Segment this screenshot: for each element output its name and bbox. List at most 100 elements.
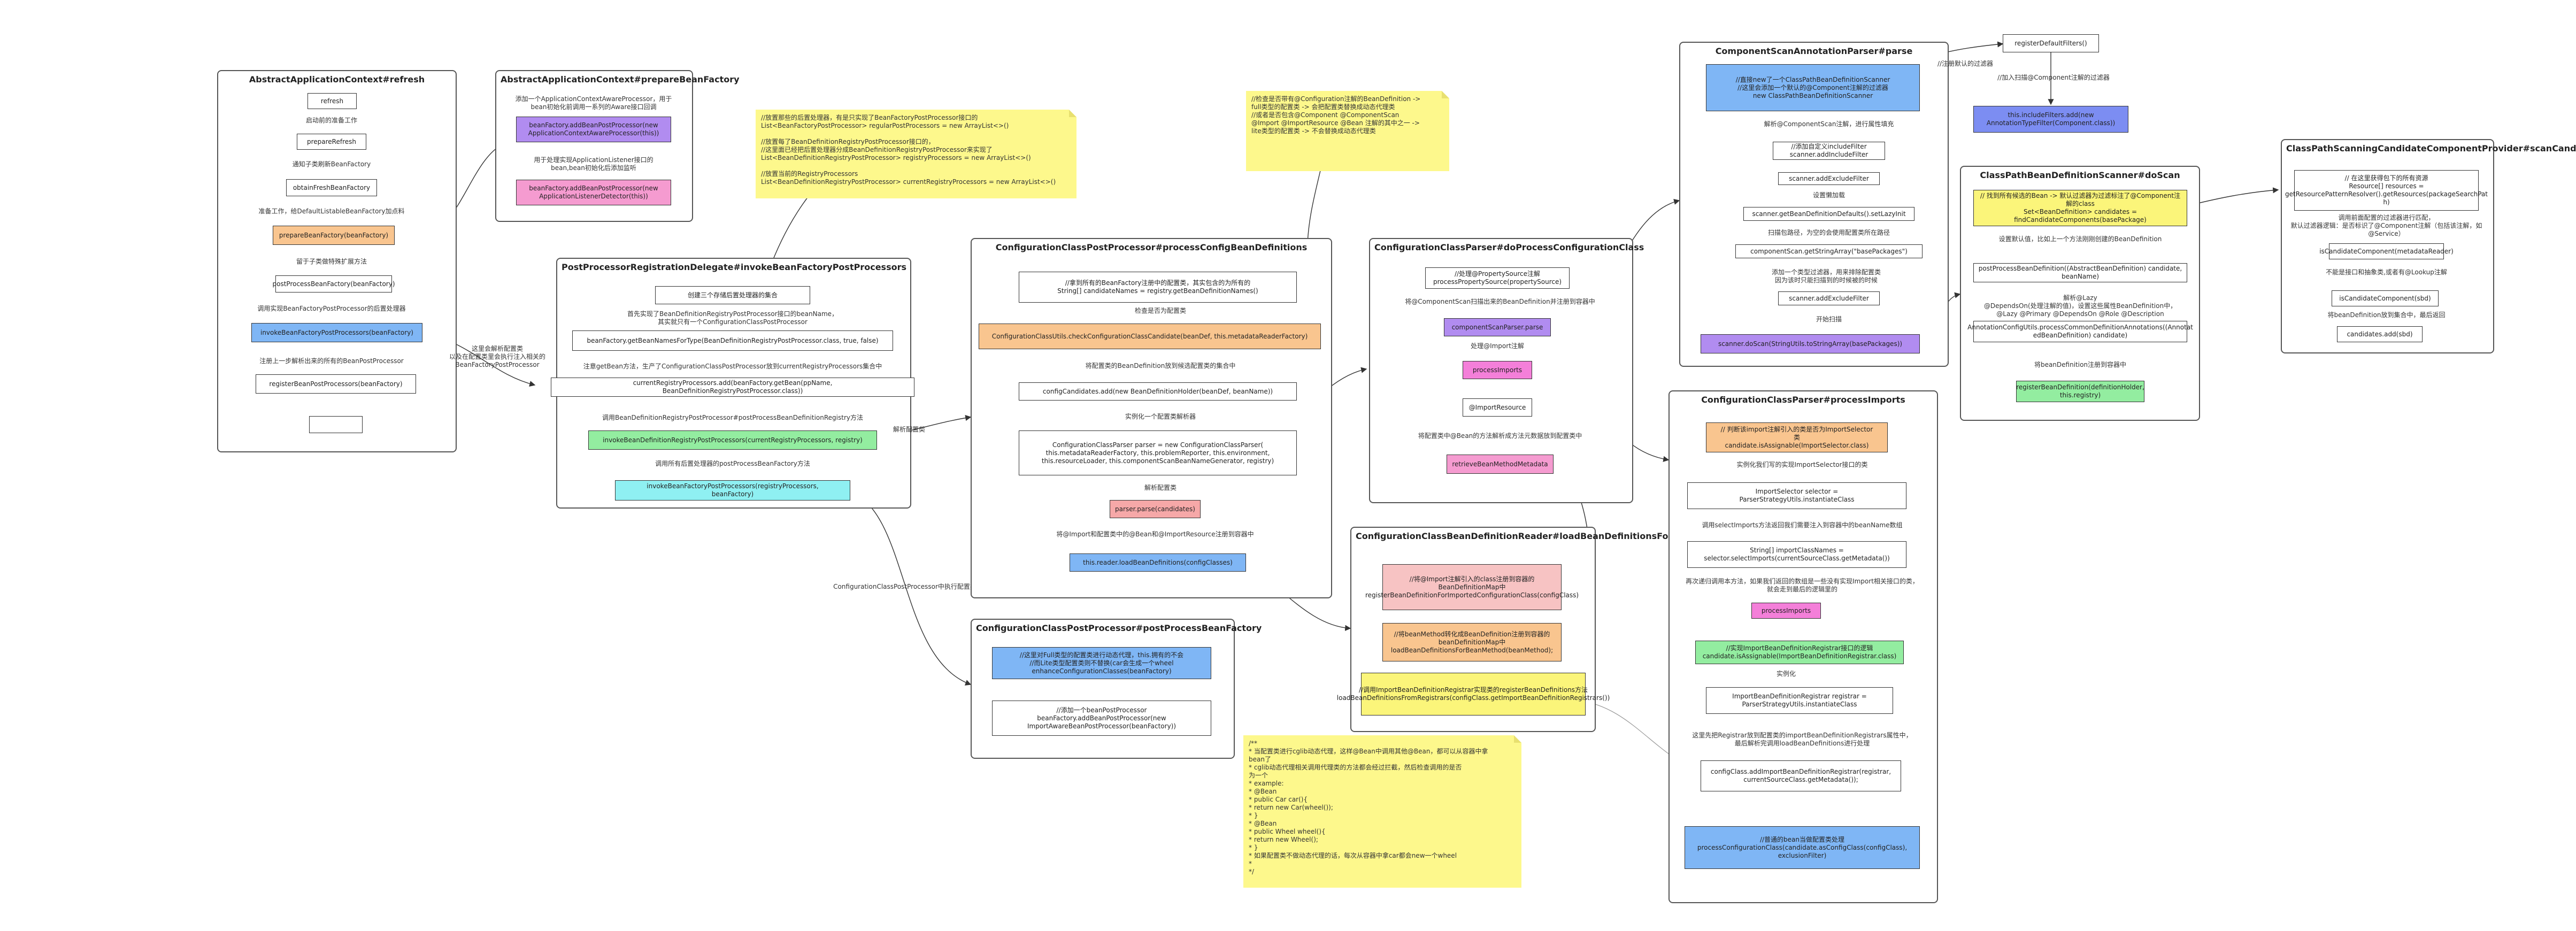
label-invoke-bfpp: 调用实现BeanFactoryPostProcessor的后置处理器 (257, 305, 406, 312)
node-create-collections[interactable]: 创建三个存储后置处理器的集合 (655, 286, 810, 304)
node-retrieve-bean-method-metadata[interactable]: retrieveBeanMethodMetadata (1447, 455, 1554, 474)
node-component-scan-parser[interactable]: componentScanParser.parse (1444, 318, 1551, 336)
node-load-bd-bean-method[interactable]: //将beanMethod转化成BeanDefinition注册到容器的 bea… (1382, 623, 1562, 661)
label-aware-processor: 添加一个ApplicationContextAwareProcessor，用于 … (515, 95, 672, 111)
node-add-listener-detector[interactable]: beanFactory.addBeanPostProcessor(new App… (516, 180, 671, 205)
node-add-exclude-filter-2[interactable]: scanner.addExcludeFilter (1778, 291, 1880, 305)
node-set-lazy-init[interactable]: scanner.getBeanDefinitionDefaults().setL… (1743, 207, 1914, 221)
label-getbean-note: 注意getBean方法，生产了ConfigurationClassPostPro… (583, 363, 882, 370)
label-start-scan: 开始扫描 (1816, 316, 1842, 323)
frame-title: ClassPathScanningCandidateComponentProvi… (2286, 143, 2576, 153)
label-add-candidates: 将配置类的BeanDefinition放到候选配置类的集合中 (1085, 362, 1236, 370)
label-get-bdrpp-names: 首先实现了BeanDefinitionRegistryPostProcessor… (627, 310, 839, 326)
node-refresh[interactable]: refresh (307, 93, 357, 109)
label-select-imports: 调用selectImports方法返回我们需要注入到容器中的beanName数组 (1702, 521, 1903, 529)
node-is-candidate-component-1[interactable]: isCandidateComponent(metadataReader) (2319, 243, 2454, 259)
node-invoke-bdrpp[interactable]: invokeBeanDefinitionRegistryPostProcesso… (588, 430, 877, 450)
node-config-candidates-add[interactable]: configCandidates.add(new BeanDefinitionH… (1019, 382, 1297, 401)
node-load-bd-registrars[interactable]: //调用ImportBeanDefinitionRegistrar实现类的reg… (1337, 673, 1610, 715)
label-exclude-config: 添加一个类型过滤器，用来排除配置类 因为该时只能扫描到的时候被的时候 (1771, 268, 1881, 284)
node-invoke-bfpp[interactable]: invokeBeanFactoryPostProcessors(beanFact… (251, 323, 422, 342)
node-reader-load-bd[interactable]: this.reader.loadBeanDefinitions(configCl… (1070, 553, 1246, 572)
node-get-candidate-names[interactable]: //拿到所有的BeanFactory注册中的配置类，其实包含的为所有的 Stri… (1019, 272, 1297, 303)
label-check-config: 检查是否为配置类 (1134, 307, 1186, 314)
node-scanner-do-scan[interactable]: scanner.doScan(StringUtils.toStringArray… (1701, 334, 1920, 353)
node-is-import-selector[interactable]: // 判断该import注解引入的类是否为ImportSelector 类 ca… (1706, 422, 1888, 452)
label-component-scan-register: 将@ComponentScan扫描出来的BeanDefinition并注册到容器… (1405, 298, 1595, 305)
node-parser-parse[interactable]: parser.parse(candidates) (1110, 500, 1201, 518)
node-get-bean-names-for-type[interactable]: beanFactory.getBeanNamesForType(BeanDefi… (572, 330, 893, 351)
frame-title: AbstractApplicationContext#prepareBeanFa… (501, 74, 740, 84)
node-process-imports-recursive[interactable]: processImports (1751, 603, 1821, 619)
frame-title: ComponentScanAnnotationParser#parse (1715, 46, 1913, 56)
edge-label-parse-config-bfpp: 这里会解析配置类 以及在配置类里会执行注入相关的 BeanFactoryPost… (449, 345, 545, 368)
node-include-filters-add[interactable]: this.includeFilters.add(new AnnotationTy… (1973, 106, 2128, 133)
node-register-bean-definition[interactable]: registerBeanDefinition(definitionHolder,… (2016, 381, 2144, 402)
node-add-import-aware-bpp[interactable]: //添加一个beanPostProcessor beanFactory.addB… (992, 701, 1211, 736)
node-import-selector-instantiate[interactable]: ImportSelector selector = ParserStrategy… (1687, 482, 1906, 509)
node-is-candidate-component-2[interactable]: isCandidateComponent(sbd) (2332, 290, 2439, 306)
node-register-default-filters[interactable]: registerDefaultFilters() (2003, 34, 2099, 52)
edge-label-proxy-config: ConfigurationClassPostProcessor中执行配置类的代理 (833, 583, 996, 590)
node-candidates-add[interactable]: candidates.add(sbd) (2337, 326, 2423, 342)
node-find-candidate-components[interactable]: // 找到所有候选的Bean -> 默认过滤器为过滤标注了@Component注… (1973, 190, 2187, 226)
node-new-config-parser[interactable]: ConfigurationClassParser parser = new Co… (1019, 430, 1297, 475)
label-instantiate-selector: 实例化我们写的实现ImportSelector接口的类 (1736, 461, 1868, 468)
label-invoke-registry: 调用BeanDefinitionRegistryPostProcessor#po… (602, 414, 863, 421)
label-parse-lazy: 解析@Lazy @DependsOn(处理注解的值)，设置这些属性BeanDef… (1983, 294, 2177, 318)
node-invoke-bf-pp[interactable]: invokeBeanFactoryPostProcessors(registry… (615, 480, 850, 501)
note-config-check: //检查是否带有@Configuration注解的BeanDefinition … (1246, 91, 1449, 171)
label-instantiate: 实例化 (1776, 670, 1796, 678)
frame-post-bf: ConfigurationClassPostProcessor#postProc… (971, 619, 1262, 759)
node-add-aware-processor[interactable]: beanFactory.addBeanPostProcessor(new App… (516, 117, 671, 142)
node-base-packages[interactable]: componentScan.getStringArray("basePackag… (1735, 244, 1923, 258)
label-lazy-init: 设置懒加载 (1812, 191, 1845, 199)
frame-title: ConfigurationClassPostProcessor#postProc… (976, 623, 1262, 633)
node-check-config-candidate[interactable]: ConfigurationClassUtils.checkConfigurati… (979, 324, 1321, 349)
node-registrar-instantiate[interactable]: ImportBeanDefinitionRegistrar registrar … (1706, 687, 1893, 714)
label-subclass-extend: 留于子类做特殊扩展方法 (296, 258, 367, 265)
node-process-configuration-class[interactable]: //普通的bean当做配置类处理 processConfigurationCla… (1685, 826, 1920, 869)
label-set-default: 设置默认值，比如上一个方法刚刚创建的BeanDefinition (1998, 235, 2162, 243)
frame-title: ConfigurationClassBeanDefinitionReader#l… (1356, 531, 1764, 541)
node-prepare-bean-factory[interactable]: prepareBeanFactory(beanFactory) (273, 226, 395, 245)
label-parse: 解析配置类 (1144, 484, 1176, 491)
node-current-registry-add[interactable]: currentRegistryProcessors.add(beanFactor… (551, 378, 914, 397)
label-add-component-filter: //加入扫描@Component注解的过滤器 (1997, 74, 2110, 81)
label-register-bpp: 注册上一步解析出来的所有的BeanPostProcessor (259, 357, 404, 365)
label-prepare-work: 启动前的准备工作 (305, 117, 357, 124)
frame-title: ConfigurationClassParser#doProcessConfig… (1374, 242, 1644, 252)
label-scan-path: 扫描包路径，为空的会使用配置类所在路径 (1767, 229, 1890, 236)
label-bean-method-meta: 将配置类中@Bean的方法解析成方法元数据放到配置类中 (1418, 432, 1582, 440)
node-post-process-bf[interactable]: postProcessBeanFactory(beanFactory) (273, 275, 395, 293)
node-register-bpp[interactable]: registerBeanPostProcessors(beanFactory) (256, 374, 416, 394)
label-not-interface: 不能是接口和抽象类,或者有@Lookup注解 (2326, 268, 2447, 276)
frame-title: PostProcessorRegistrationDelegate#invoke… (562, 262, 906, 272)
label-prepare-bf: 准备工作，给DefaultListableBeanFactory加点料 (258, 207, 405, 215)
edge-label-parse-config-1: 解析配置类 (893, 426, 925, 433)
node-import-resource[interactable]: @ImportResource (1463, 398, 1532, 417)
node-add-exclude-filter-1[interactable]: scanner.addExcludeFilter (1778, 172, 1880, 185)
node-get-resources[interactable]: // 在这里获得包下的所有资源 Resource[] resources = g… (2285, 170, 2488, 211)
label-parse-component-scan: 解析@ComponentScan注解，进行属性填充 (1764, 120, 1894, 128)
node-register-imported-config[interactable]: //将@Import注解引入的class注册到容器的 BeanDefinitio… (1365, 564, 1579, 610)
node-obtain-fresh-bf[interactable]: obtainFreshBeanFactory (286, 179, 377, 196)
frame-title: ClassPathBeanDefinitionScanner#doScan (1980, 170, 2180, 180)
note-processor-collections: //放置那些的后置处理器，有是只实现了BeanFactoryPostProces… (756, 110, 1076, 198)
label-recursive-call: 再次递归调用本方法，如果我们返回的数组是一些没有实现Import相关接口的类， … (1686, 578, 1919, 593)
node-new-cp-scanner[interactable]: //直接new了一个ClassPathBeanDefinitionScanner… (1706, 64, 1920, 111)
node-process-common-annotations[interactable]: AnnotationConfigUtils.processCommonDefin… (1967, 321, 2193, 342)
node-add-include-filter[interactable]: //添加自定义includeFilter scanner.addIncludeF… (1773, 142, 1885, 160)
node-post-process-bd[interactable]: postProcessBeanDefinition((AbstractBeanD… (1973, 263, 2187, 282)
node-empty (309, 416, 363, 433)
node-select-imports[interactable]: String[] importClassNames = selector.sel… (1687, 541, 1906, 568)
node-process-imports[interactable]: processImports (1463, 361, 1532, 379)
node-is-import-registrar[interactable]: //实现ImportBeanDefinitionRegistrar接口的逻辑 c… (1695, 641, 1904, 664)
node-enhance-config-classes[interactable]: //这里对Full类型的配置类进行动态代理，this.拥有的不会 //而Lite… (992, 647, 1211, 679)
node-prepare-refresh[interactable]: prepareRefresh (297, 134, 366, 150)
label-register-bd: 将beanDefinition注册到容器中 (2034, 361, 2127, 368)
node-process-property-source[interactable]: //处理@PropertySource注解 processPropertySou… (1425, 267, 1570, 289)
label-add-to-set: 将beanDefinition放到集合中，最后返回 (2327, 311, 2446, 319)
node-add-import-registrar[interactable]: configClass.addImportBeanDefinitionRegis… (1701, 760, 1901, 791)
label-listener-detector: 用于处理实现ApplicationListener接口的 bean,bean初始… (534, 156, 653, 172)
